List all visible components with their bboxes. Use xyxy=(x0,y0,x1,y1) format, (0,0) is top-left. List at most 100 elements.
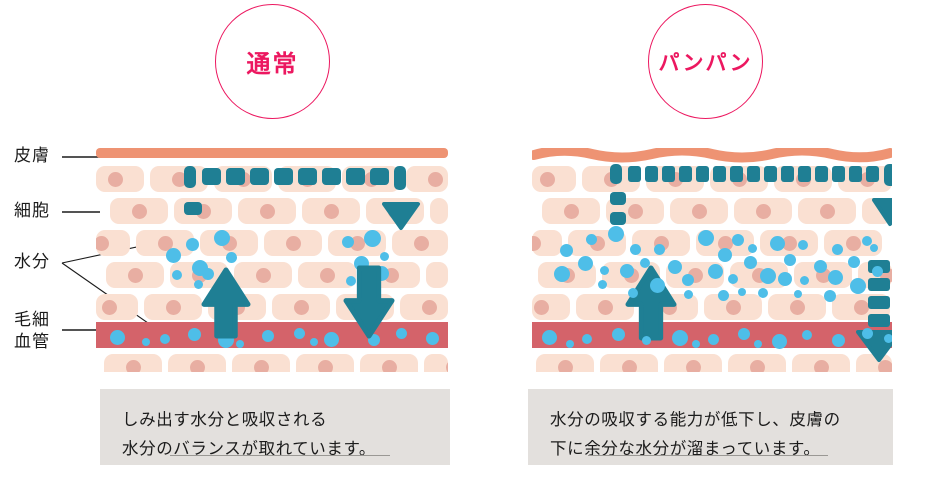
water-droplet xyxy=(600,266,609,275)
water-droplet xyxy=(598,280,607,289)
water-droplet xyxy=(850,278,866,294)
dashed-flow-icon xyxy=(868,278,890,291)
water-droplet xyxy=(862,328,873,339)
water-droplet xyxy=(824,290,836,302)
water-droplet xyxy=(832,244,843,255)
badge-normal-label: 通常 xyxy=(246,50,299,78)
water-droplet xyxy=(708,264,723,279)
water-droplet xyxy=(802,330,812,340)
water-droplet xyxy=(718,248,732,262)
dashed-flow-icon xyxy=(202,168,221,185)
label-water: 水分 xyxy=(14,252,50,272)
water-droplet xyxy=(738,328,750,340)
dashed-flow-icon xyxy=(662,166,675,182)
dashed-flow-icon xyxy=(764,166,777,182)
cell-nucleus xyxy=(755,203,771,219)
arrow-head-icon xyxy=(872,198,892,226)
cell-nucleus xyxy=(532,235,541,251)
caption-normal-line2: 水分のバランスが取れています。 xyxy=(122,439,377,458)
water-droplet xyxy=(640,258,650,268)
water-droplet xyxy=(620,264,634,278)
dashed-flow-icon xyxy=(868,314,890,327)
cell-nucleus xyxy=(845,235,861,251)
water-droplet xyxy=(142,338,150,346)
caption-normal-line1: しみ出す水分と吸収される xyxy=(122,410,328,429)
dashed-flow-icon xyxy=(713,166,726,182)
water-droplet xyxy=(708,334,719,345)
dashed-flow-icon xyxy=(798,166,811,182)
dashed-flow-icon xyxy=(610,212,626,225)
water-droplet xyxy=(342,236,354,248)
cell-nucleus xyxy=(125,359,141,372)
skin-cell xyxy=(424,354,448,372)
arrow-head-icon xyxy=(856,330,892,362)
dashed-flow-icon xyxy=(610,192,626,205)
water-droplet xyxy=(772,334,787,349)
skin-surface xyxy=(96,148,448,158)
badge-normal: 通常 xyxy=(215,4,330,119)
water-droplet xyxy=(778,272,792,286)
dashed-flow-icon xyxy=(866,166,879,182)
water-droplet xyxy=(872,266,883,277)
cell-nucleus xyxy=(813,359,829,372)
cell-nucleus xyxy=(533,299,549,315)
badge-swollen-label: パンパン xyxy=(658,50,753,75)
caption-normal: しみ出す水分と吸収される 水分のバランスが取れています。 xyxy=(100,389,450,465)
dashed-flow-icon xyxy=(832,166,845,182)
water-droplet xyxy=(294,328,305,339)
dashed-flow-icon xyxy=(868,296,890,309)
dashed-flow-icon xyxy=(679,166,692,182)
water-droplet xyxy=(262,330,274,342)
dashed-flow-icon xyxy=(184,202,202,215)
water-droplet xyxy=(760,268,776,284)
dashed-flow-icon xyxy=(628,166,641,182)
water-droplet xyxy=(560,244,573,257)
label-capillary-line2: 血管 xyxy=(14,332,50,352)
cell-nucleus xyxy=(563,203,579,219)
water-droplet xyxy=(800,276,809,285)
water-droplet xyxy=(226,252,237,263)
cell-nucleus xyxy=(189,359,205,372)
water-droplet xyxy=(310,338,318,346)
dashed-flow-icon xyxy=(696,166,709,182)
water-droplet xyxy=(884,334,892,343)
water-droplet xyxy=(396,328,407,339)
skin-cell xyxy=(430,198,448,224)
dashed-flow-icon xyxy=(274,168,293,185)
dashed-flow-icon xyxy=(849,166,862,182)
water-droplet xyxy=(744,256,757,269)
cell-nucleus xyxy=(685,359,701,372)
water-droplet xyxy=(608,226,624,242)
cell-nucleus xyxy=(717,235,733,251)
label-capillary-line1: 毛細 xyxy=(14,310,50,330)
cell-nucleus xyxy=(293,299,309,315)
cell-nucleus xyxy=(413,235,429,251)
skin-diagram-swollen xyxy=(532,148,892,372)
caption-swollen: 水分の吸収する能力が低下し、皮膚の 下に余分な水分が溜まっています。 xyxy=(528,389,893,465)
caption-swollen-line1: 水分の吸収する能力が低下し、皮膚の xyxy=(550,410,841,429)
water-droplet xyxy=(110,330,125,345)
water-droplet xyxy=(628,288,638,298)
label-skin: 皮膚 xyxy=(14,146,50,166)
dashed-flow-icon xyxy=(346,168,365,185)
cell-nucleus xyxy=(127,267,143,283)
cell-nucleus xyxy=(157,235,173,251)
cell-nucleus xyxy=(877,359,892,372)
skin-surface xyxy=(532,148,892,163)
water-droplet xyxy=(758,288,768,298)
water-droplet xyxy=(732,234,744,246)
water-droplet xyxy=(798,240,808,250)
water-droplet xyxy=(542,330,557,345)
water-droplet xyxy=(172,270,182,280)
water-droplet xyxy=(194,280,203,289)
water-droplet xyxy=(380,252,389,261)
cell-nucleus xyxy=(749,359,765,372)
water-droplet xyxy=(160,334,170,344)
water-droplet xyxy=(214,230,230,246)
water-droplet xyxy=(748,244,757,253)
cell-nucleus xyxy=(853,299,869,315)
water-droplet xyxy=(870,244,878,252)
cell-nucleus xyxy=(381,359,397,372)
dashed-flow-icon xyxy=(298,168,317,185)
water-droplet xyxy=(586,234,597,245)
